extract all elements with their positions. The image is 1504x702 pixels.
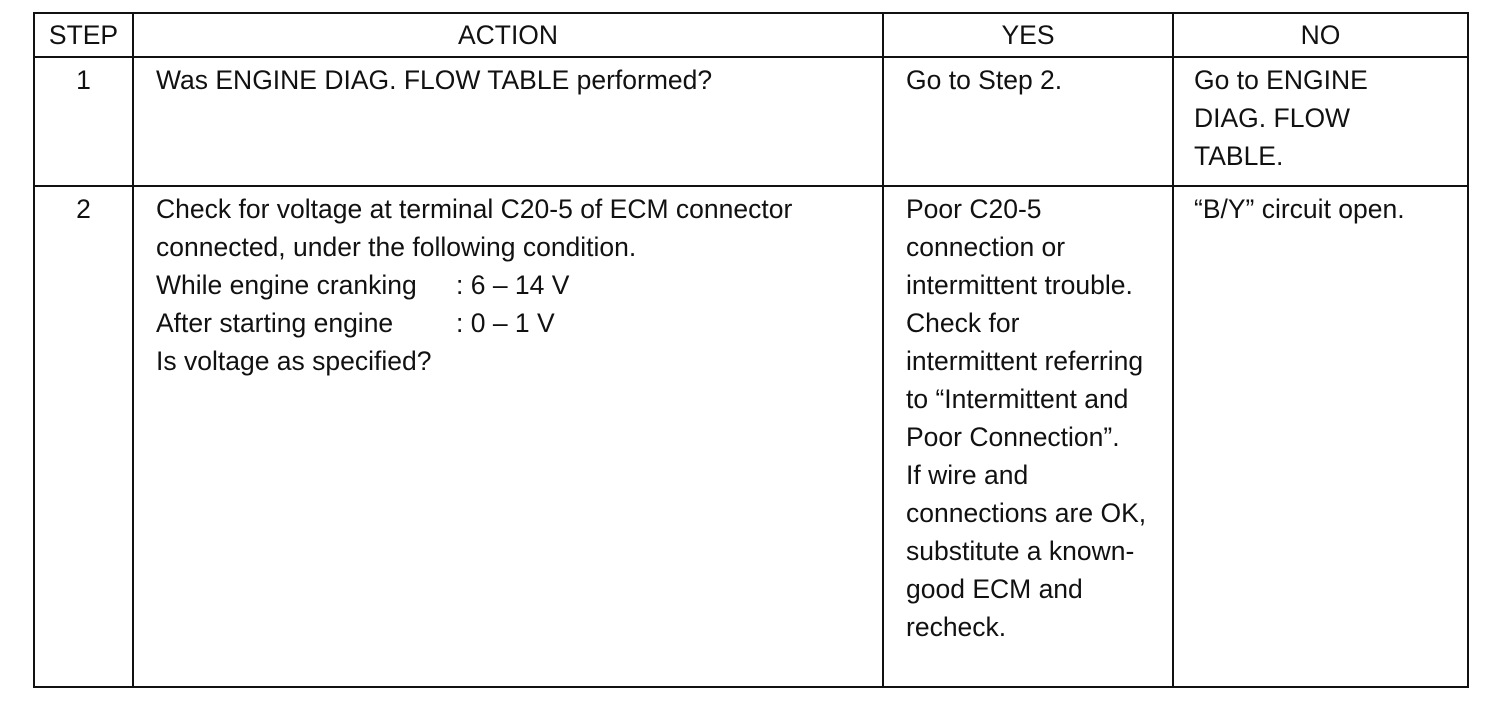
- condition-value: : 6 – 14 V: [456, 270, 570, 300]
- yes-line: intermittent referring: [906, 346, 1144, 376]
- no-line: “B/Y” circuit open.: [1194, 194, 1405, 224]
- yes-line: intermittent trouble.: [906, 270, 1133, 300]
- condition-line: While engine cranking : 6 – 14 V: [156, 266, 872, 304]
- diagnostic-table: STEP ACTION YES NO 1 Was ENGINE DIAG. FL…: [33, 12, 1469, 688]
- yes-line: Go to Step 2.: [906, 65, 1063, 95]
- yes-line: good ECM and: [906, 574, 1083, 604]
- condition-line: After starting engine : 0 – 1 V: [156, 304, 872, 342]
- yes-cell: Go to Step 2.: [882, 56, 1174, 187]
- action-question: Is voltage as specified?: [156, 346, 432, 376]
- header-action: ACTION: [132, 12, 884, 58]
- no-line: TABLE.: [1194, 141, 1284, 171]
- no-line: DIAG. FLOW: [1194, 103, 1351, 133]
- header-step: STEP: [33, 12, 134, 58]
- yes-line: recheck.: [906, 612, 1007, 642]
- table-row: 2 Check for voltage at terminal C20-5 of…: [33, 185, 1469, 688]
- action-cell: Was ENGINE DIAG. FLOW TABLE performed?: [132, 56, 884, 187]
- condition-label: While engine cranking: [156, 270, 417, 300]
- yes-line: connection or: [906, 232, 1066, 262]
- no-cell: Go to ENGINE DIAG. FLOW TABLE.: [1172, 56, 1469, 187]
- yes-line: Check for: [906, 308, 1020, 338]
- yes-line: to “Intermittent and: [906, 384, 1129, 414]
- yes-line: Poor C20-5: [906, 194, 1042, 224]
- yes-cell: Poor C20-5 connection or intermittent tr…: [882, 185, 1174, 688]
- yes-line: Poor Connection”.: [906, 422, 1120, 452]
- condition-value: : 0 – 1 V: [456, 308, 555, 338]
- table-row: 1 Was ENGINE DIAG. FLOW TABLE performed?…: [33, 56, 1469, 187]
- header-no: NO: [1172, 12, 1469, 58]
- action-line: connected, under the following condition…: [156, 232, 637, 262]
- step-number: 1: [33, 56, 134, 187]
- yes-line: substitute a known-: [906, 536, 1135, 566]
- header-row: STEP ACTION YES NO: [33, 12, 1469, 58]
- action-line: Check for voltage at terminal C20-5 of E…: [156, 194, 793, 224]
- step-number: 2: [33, 185, 134, 688]
- action-cell: Check for voltage at terminal C20-5 of E…: [132, 185, 884, 688]
- action-line: Was ENGINE DIAG. FLOW TABLE performed?: [156, 65, 713, 95]
- condition-label: After starting engine: [156, 308, 394, 338]
- header-yes: YES: [882, 12, 1174, 58]
- yes-line: connections are OK,: [906, 498, 1147, 528]
- no-line: Go to ENGINE: [1194, 65, 1368, 95]
- no-cell: “B/Y” circuit open.: [1172, 185, 1469, 688]
- yes-line: If wire and: [906, 460, 1029, 490]
